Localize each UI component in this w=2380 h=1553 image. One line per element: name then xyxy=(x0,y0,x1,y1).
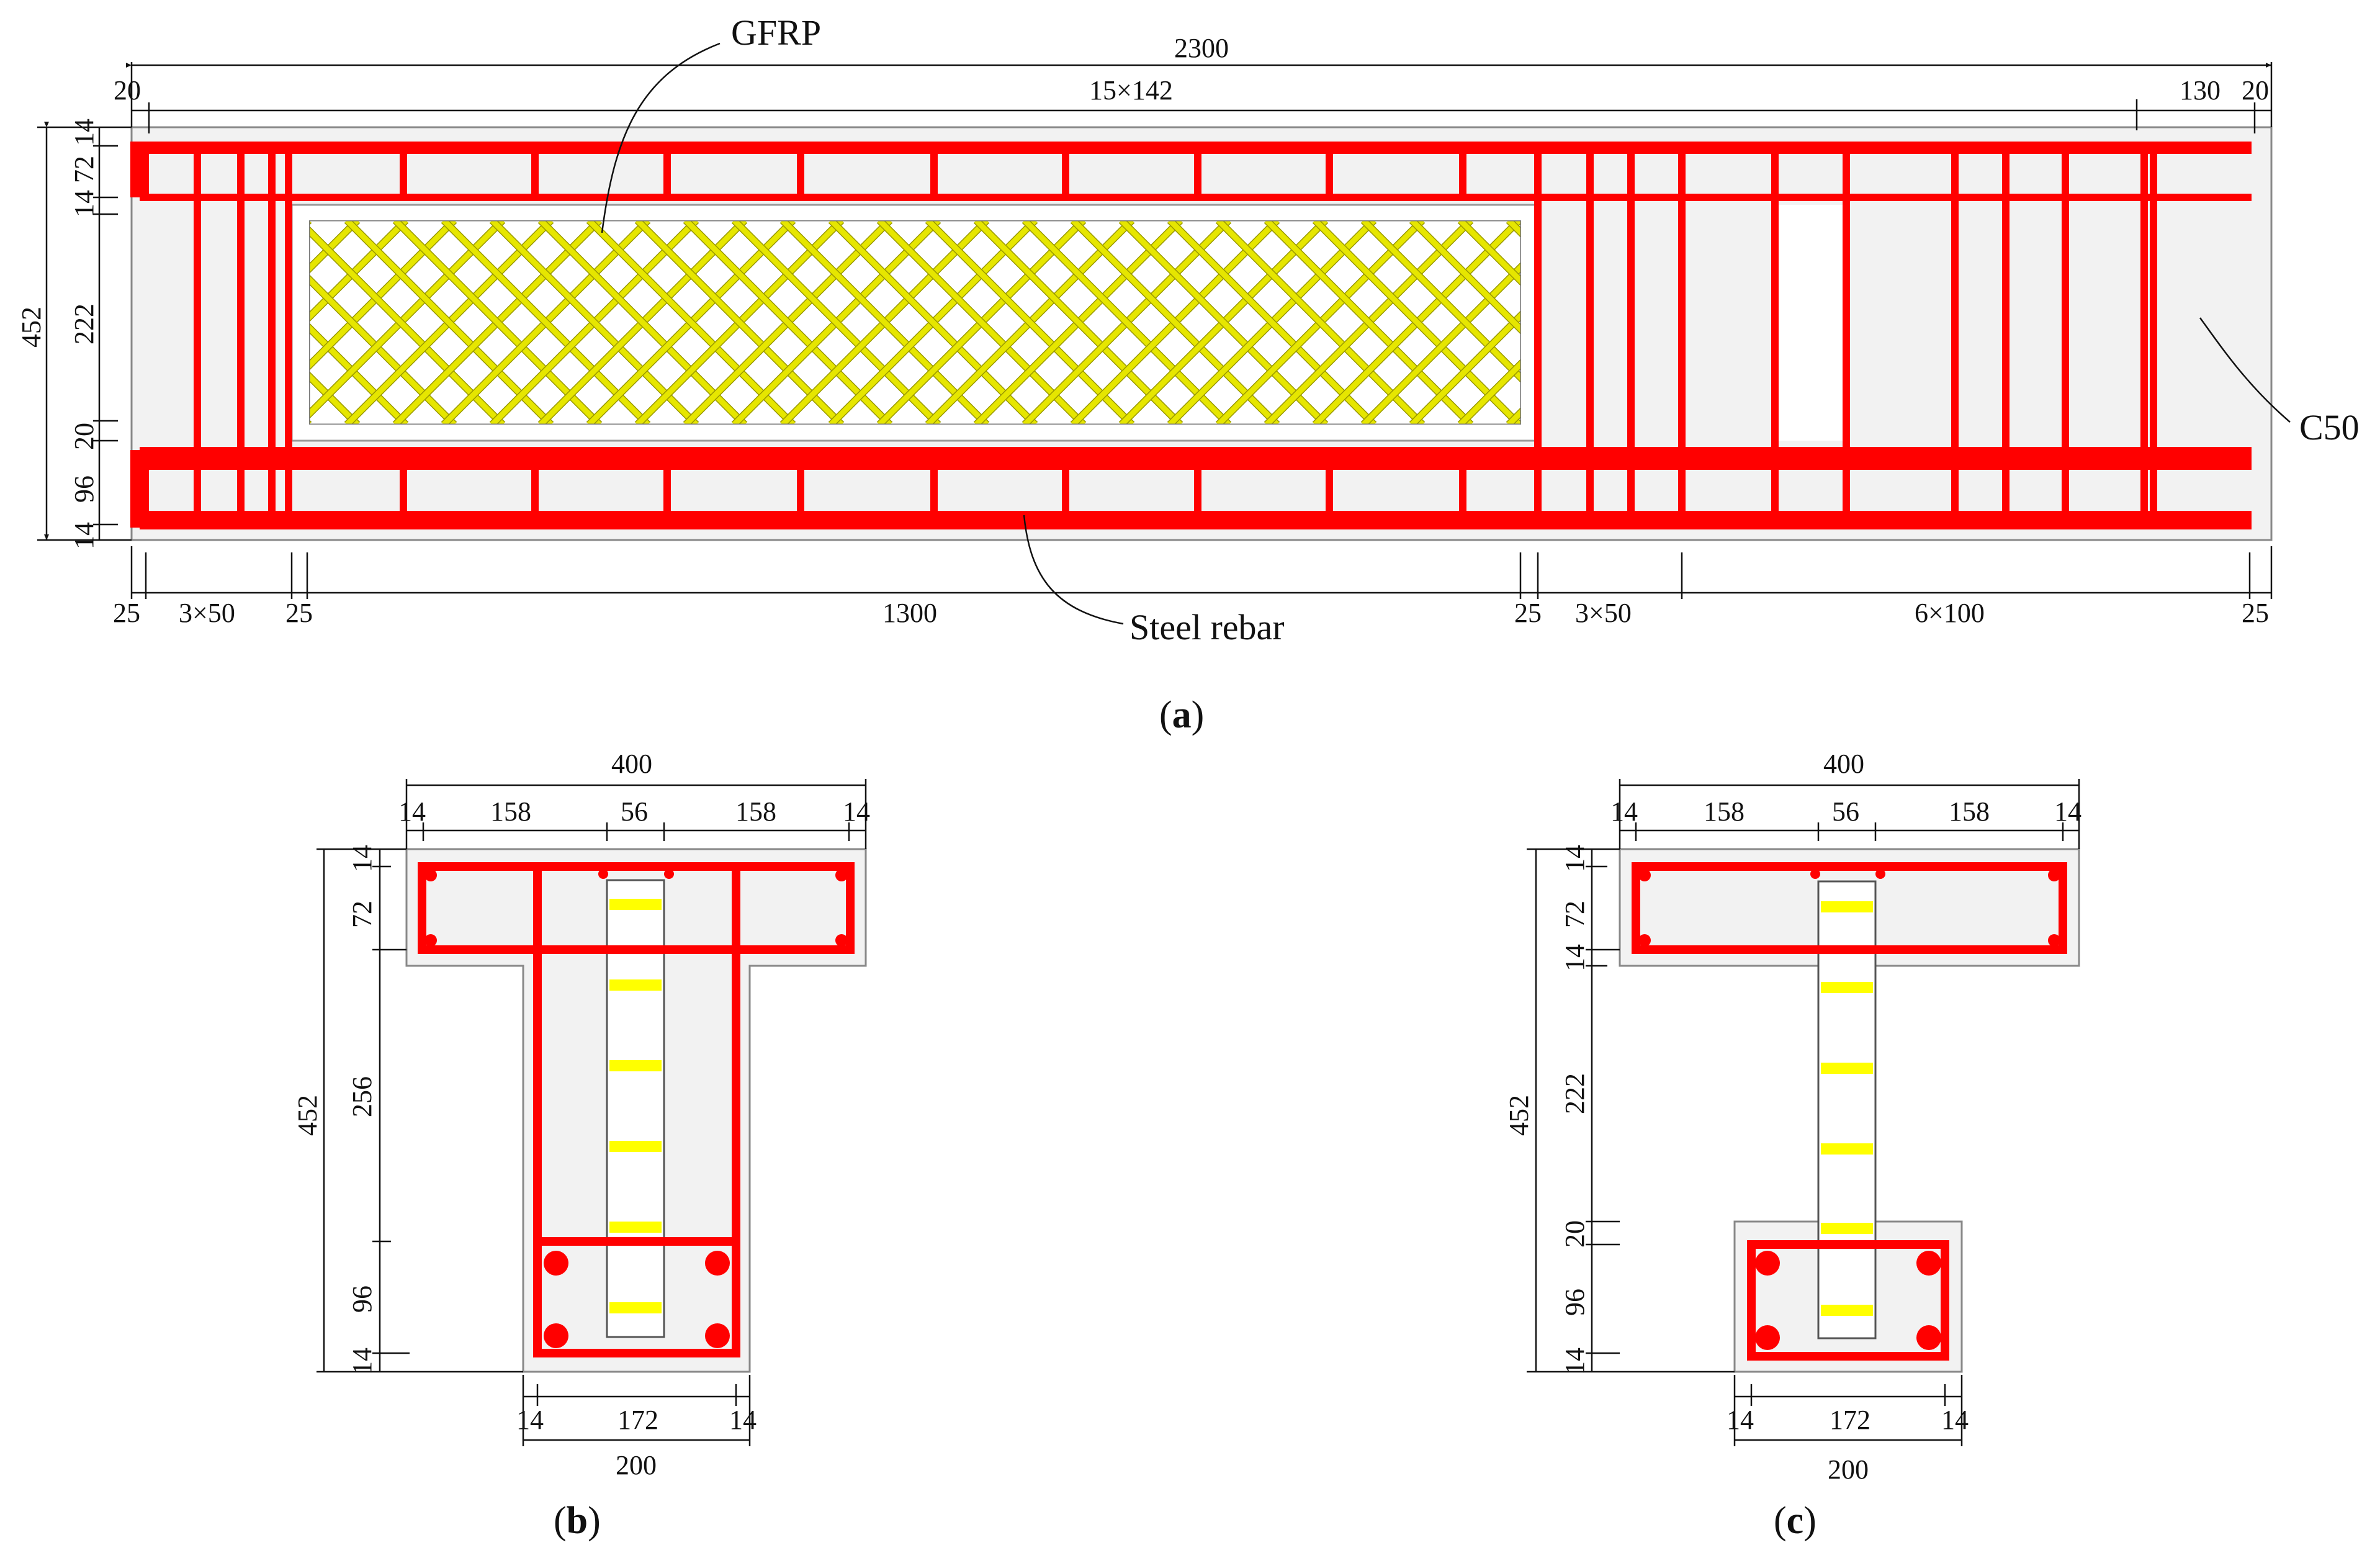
svg-text:25: 25 xyxy=(1514,598,1542,628)
caption-b: (b) xyxy=(554,1500,601,1542)
rebar-leader xyxy=(1023,515,1124,625)
gfrp-strips-b xyxy=(609,899,662,1313)
svg-text:96: 96 xyxy=(69,475,99,503)
svg-text:14: 14 xyxy=(1560,944,1590,971)
elevation-bottom-dimensions: 25 3×50 25 1300 25 3×50 6×100 25 xyxy=(113,546,2273,628)
svg-text:400: 400 xyxy=(611,749,652,779)
svg-text:14: 14 xyxy=(516,1405,544,1435)
c50-label: C50 xyxy=(2299,407,2360,448)
svg-text:2300: 2300 xyxy=(1174,33,1229,63)
svg-text:72: 72 xyxy=(1560,901,1590,928)
c50-leader xyxy=(2199,317,2291,423)
svg-text:200: 200 xyxy=(1828,1454,1869,1485)
svg-text:3×50: 3×50 xyxy=(1575,598,1632,628)
svg-text:400: 400 xyxy=(1823,749,1864,779)
caption-a: (a) xyxy=(1159,694,1204,736)
svg-text:96: 96 xyxy=(347,1285,377,1313)
svg-text:72: 72 xyxy=(347,901,377,928)
svg-text:130: 130 xyxy=(2180,75,2221,106)
section-c-dimensions: 400 14 158 56 158 14 452 14 72 14 222 20… xyxy=(1504,749,2081,1485)
svg-text:20: 20 xyxy=(69,423,99,450)
svg-text:14: 14 xyxy=(69,190,99,217)
caption-c: (c) xyxy=(1774,1500,1816,1542)
svg-text:14: 14 xyxy=(398,796,426,827)
svg-text:222: 222 xyxy=(69,304,99,344)
svg-text:14: 14 xyxy=(1560,845,1590,872)
svg-text:222: 222 xyxy=(1560,1073,1590,1114)
gfrp-leader xyxy=(601,42,721,233)
svg-text:14: 14 xyxy=(1610,796,1638,827)
svg-text:20: 20 xyxy=(114,75,141,106)
svg-text:452: 452 xyxy=(292,1095,323,1136)
svg-text:158: 158 xyxy=(1704,796,1745,827)
svg-text:14: 14 xyxy=(2054,796,2081,827)
gfrp-label: GFRP xyxy=(731,12,821,53)
svg-text:14: 14 xyxy=(1560,1348,1590,1375)
svg-text:56: 56 xyxy=(621,796,648,827)
svg-text:25: 25 xyxy=(2242,598,2269,628)
svg-text:96: 96 xyxy=(1560,1289,1590,1316)
svg-text:256: 256 xyxy=(347,1076,377,1117)
svg-text:452: 452 xyxy=(1504,1095,1534,1136)
gfrp-lattice xyxy=(309,220,1521,425)
svg-text:14: 14 xyxy=(69,119,99,146)
svg-text:6×100: 6×100 xyxy=(1915,598,1985,628)
svg-text:14: 14 xyxy=(347,845,377,872)
svg-text:72: 72 xyxy=(69,156,99,183)
svg-text:25: 25 xyxy=(285,598,313,628)
svg-text:15×142: 15×142 xyxy=(1089,75,1173,106)
svg-text:20: 20 xyxy=(1560,1220,1590,1248)
steel-rebar-label: Steel rebar xyxy=(1129,607,1285,647)
svg-text:3×50: 3×50 xyxy=(179,598,235,628)
svg-text:452: 452 xyxy=(16,307,47,348)
svg-text:158: 158 xyxy=(735,796,776,827)
steel-rebar-elevation xyxy=(130,142,2252,529)
svg-text:158: 158 xyxy=(1949,796,1990,827)
gfrp-strips-c xyxy=(1821,901,1873,1316)
steel-rebar-section-b xyxy=(418,862,855,1357)
svg-text:172: 172 xyxy=(617,1405,658,1435)
svg-text:14: 14 xyxy=(69,522,99,549)
section-c: 400 14 158 56 158 14 452 14 72 14 222 20… xyxy=(1504,749,2081,1542)
section-b-dimensions: 400 14 158 56 158 14 452 14 72 256 96 14 xyxy=(292,749,870,1480)
svg-text:14: 14 xyxy=(843,796,870,827)
elevation-left-dimensions: 452 14 72 14 222 20 96 14 xyxy=(16,119,132,549)
steel-rebar-section-c xyxy=(1632,862,2067,1361)
elevation-view: GFRP Steel rebar C50 2300 20 15×142 130 … xyxy=(16,12,2360,736)
svg-text:25: 25 xyxy=(113,598,140,628)
svg-text:1300: 1300 xyxy=(882,598,937,628)
svg-text:14: 14 xyxy=(1941,1405,1969,1435)
svg-text:14: 14 xyxy=(347,1348,377,1375)
svg-text:172: 172 xyxy=(1830,1405,1870,1435)
svg-text:20: 20 xyxy=(2242,75,2269,106)
svg-text:56: 56 xyxy=(1832,796,1859,827)
section-b: 400 14 158 56 158 14 452 14 72 256 96 14 xyxy=(292,749,870,1542)
svg-text:14: 14 xyxy=(1727,1405,1754,1435)
svg-text:14: 14 xyxy=(729,1405,757,1435)
svg-text:158: 158 xyxy=(490,796,531,827)
elevation-top-dimensions: 2300 20 15×142 130 20 xyxy=(114,33,2273,133)
svg-text:200: 200 xyxy=(616,1450,657,1480)
